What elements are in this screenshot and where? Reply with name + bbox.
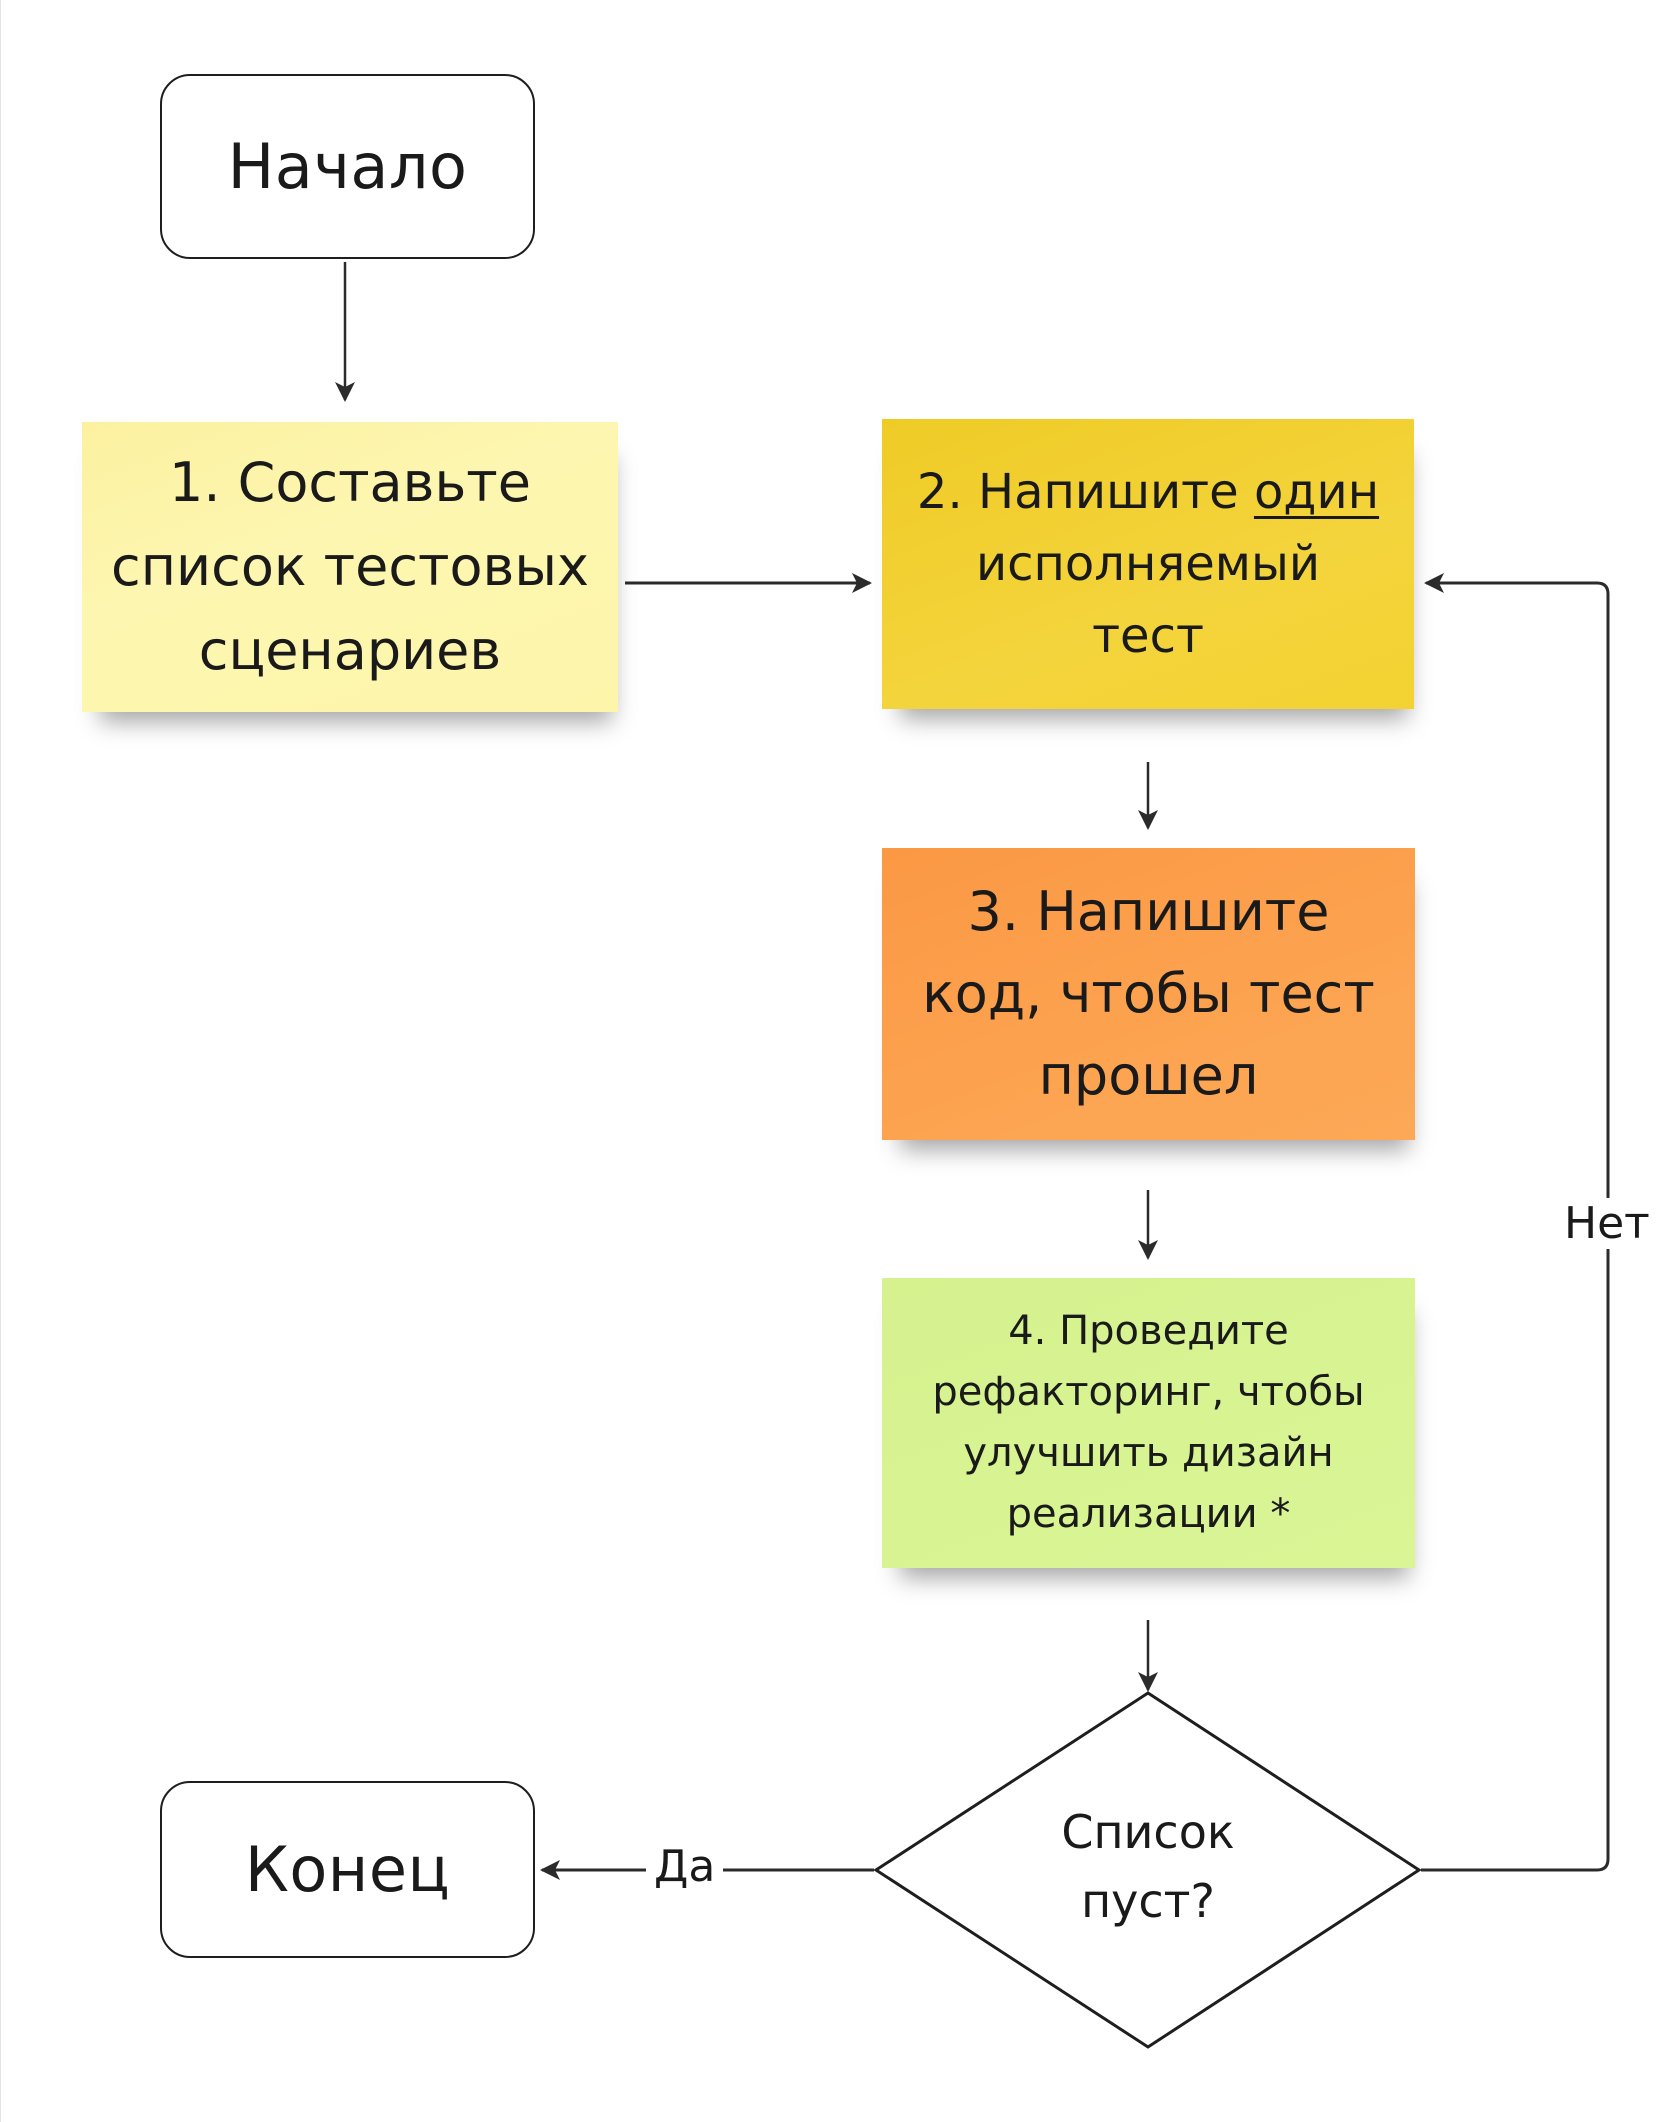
start-label: Начало — [227, 130, 468, 203]
step3-line: прошел — [1038, 1044, 1259, 1108]
step2-prefix: 2. Напишите — [916, 464, 1254, 520]
page-border — [0, 0, 1, 2122]
step4-line: реализации * — [1006, 1490, 1291, 1537]
start-node[interactable]: Начало — [160, 74, 535, 259]
end-label: Конец — [244, 1833, 451, 1906]
step3-line: 3. Напишите — [967, 879, 1330, 943]
step4-line: 4. Проведите — [1008, 1308, 1289, 1355]
decision-line: пуст? — [1081, 1874, 1215, 1928]
end-node[interactable]: Конец — [160, 1781, 535, 1958]
step4-line: улучшить дизайн — [963, 1430, 1334, 1476]
yes-edge-label: Да — [646, 1841, 724, 1892]
no-edge-label: Нет — [1556, 1198, 1658, 1249]
step1-text: 1. Составьте список тестовых сценариев — [111, 441, 589, 692]
step1-line: сценариев — [198, 618, 502, 682]
step3-sticky[interactable]: 3. Напишите код, чтобы тест прошел — [882, 848, 1415, 1140]
step2-line: тест — [1092, 608, 1204, 664]
step3-line: код, чтобы тест — [922, 961, 1375, 1025]
step1-line: 1. Составьте — [168, 451, 531, 515]
step1-sticky[interactable]: 1. Составьте список тестовых сценариев — [82, 422, 618, 712]
decision-diamond — [873, 1691, 1422, 2049]
step2-line: исполняемый — [975, 536, 1321, 592]
step2-emphasis: один — [1253, 464, 1380, 520]
step2-line: 2. Напишите один — [917, 456, 1379, 528]
step4-text: 4. Проведите рефакторинг, чтобы улучшить… — [932, 1301, 1364, 1544]
decision-line: Список — [1061, 1805, 1235, 1859]
step2-sticky[interactable]: 2. Напишите один исполняемый тест — [882, 419, 1414, 709]
step1-line: список тестовых — [111, 535, 589, 599]
step2-text: 2. Напишите один исполняемый тест — [917, 456, 1379, 672]
step3-text: 3. Напишите код, чтобы тест прошел — [922, 871, 1375, 1117]
step4-line: рефакторинг, чтобы — [932, 1369, 1365, 1416]
step4-sticky[interactable]: 4. Проведите рефакторинг, чтобы улучшить… — [882, 1278, 1415, 1568]
decision-text[interactable]: Список пуст? — [1000, 1798, 1296, 1936]
